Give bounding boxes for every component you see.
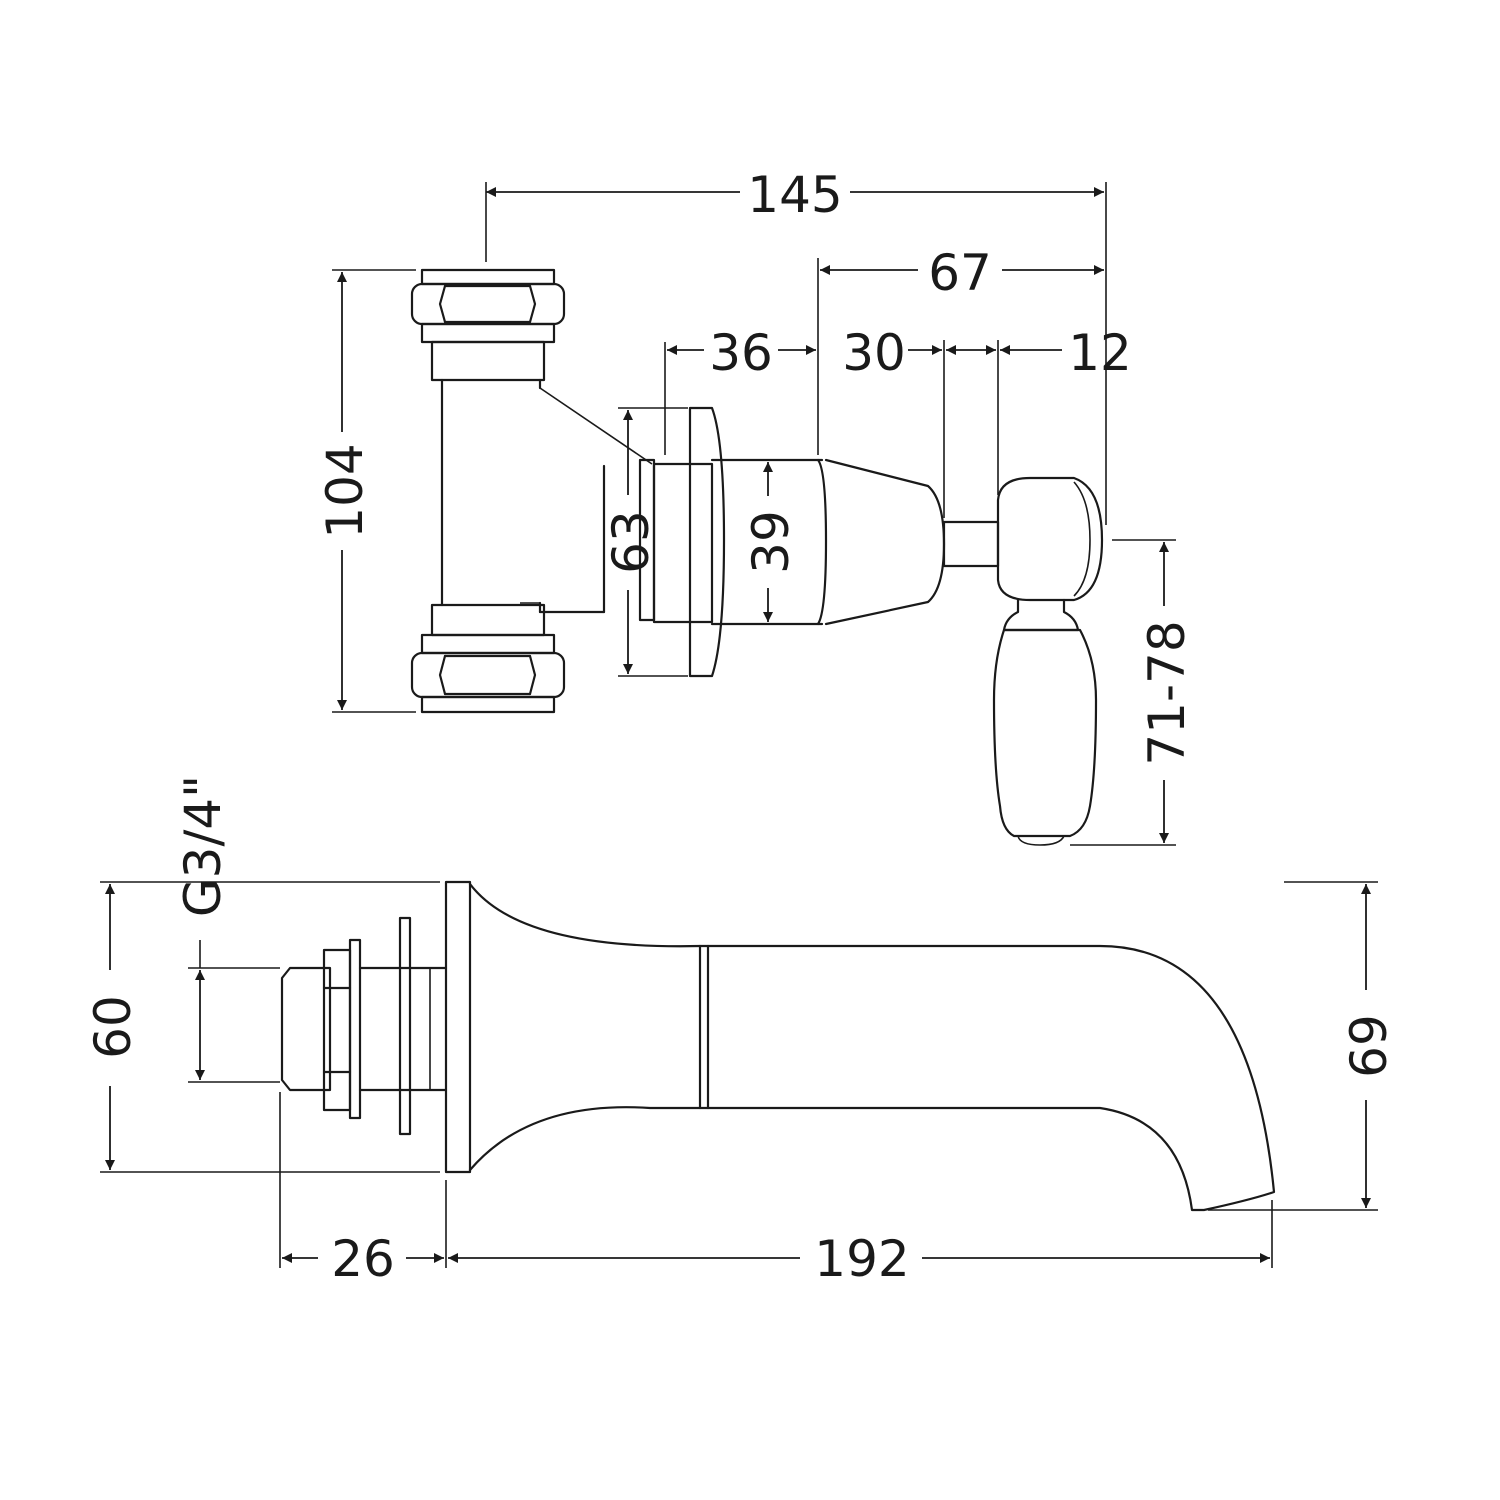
dim-spout-projection: 192 — [814, 1230, 909, 1288]
dim-body-to-stem: 30 — [842, 324, 906, 382]
spout-dimensions: 60 G3/4" 69 26 192 — [84, 775, 1398, 1288]
dim-body-diameter: 39 — [742, 510, 800, 574]
valve-dimensions: 145 67 36 30 12 104 63 39 — [316, 166, 1196, 846]
dim-lever-range: 71-78 — [1138, 620, 1196, 765]
dim-thread-size: G3/4" — [174, 775, 232, 917]
dim-lever-projection: 67 — [928, 244, 992, 302]
valve-body-drawing — [410, 268, 1104, 846]
dim-stem-to-tip: 12 — [1068, 324, 1132, 382]
dim-flange-diameter: 63 — [602, 510, 660, 574]
dim-overall-width: 145 — [747, 166, 842, 224]
dim-spout-inlet-depth: 26 — [331, 1230, 395, 1288]
dim-valve-height: 104 — [316, 443, 374, 538]
dim-spout-outlet-height: 69 — [1340, 1014, 1398, 1078]
spout-drawing — [280, 880, 1276, 1212]
dim-backplate-to-body: 36 — [709, 324, 773, 382]
dim-spout-height: 60 — [84, 995, 142, 1059]
